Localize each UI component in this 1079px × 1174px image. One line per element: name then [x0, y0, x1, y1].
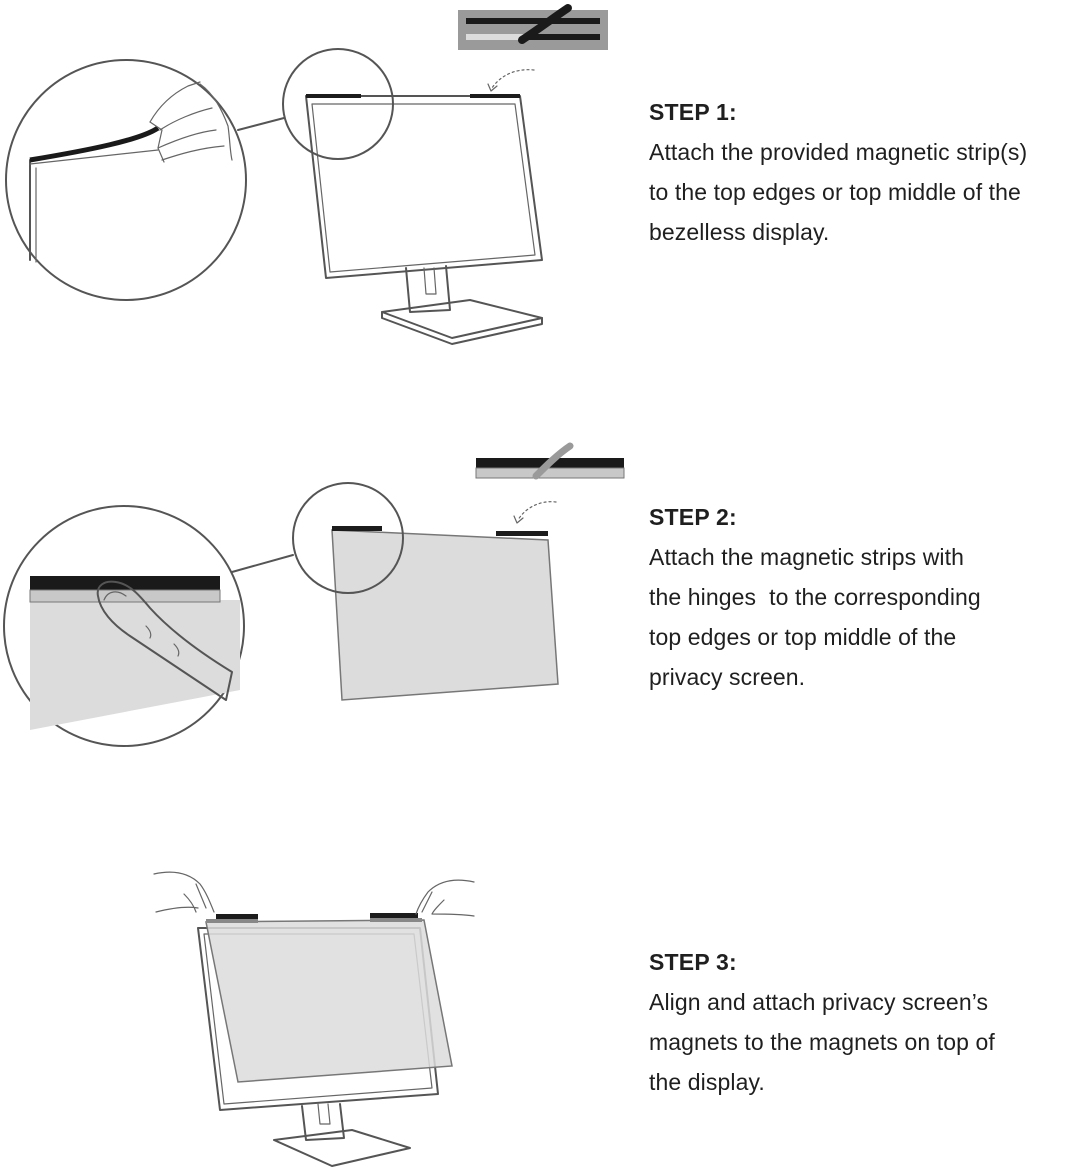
step-2-title: STEP 2: — [649, 504, 737, 530]
zoom-marker-circle — [282, 48, 394, 160]
step-3-text: STEP 3: Align and attach privacy screen’… — [649, 948, 1077, 1102]
magnetic-strip-inset — [458, 4, 608, 50]
step-2-text: STEP 2: Attach the magnetic strips with … — [649, 503, 1077, 697]
step-1-title: STEP 1: — [649, 99, 737, 125]
curved-arrow-icon — [487, 69, 535, 92]
step-1-body: Attach the provided magnetic strip(s) to… — [649, 139, 1028, 245]
step-3-body: Align and attach privacy screen’s magnet… — [649, 989, 995, 1095]
detail-circle — [5, 59, 247, 301]
monitor-drawing — [305, 94, 543, 345]
step-2-body: Attach the magnetic strips with the hing… — [649, 544, 981, 690]
step-3-title: STEP 3: — [649, 949, 737, 975]
step-1-text: STEP 1: Attach the provided magnetic str… — [649, 98, 1077, 252]
